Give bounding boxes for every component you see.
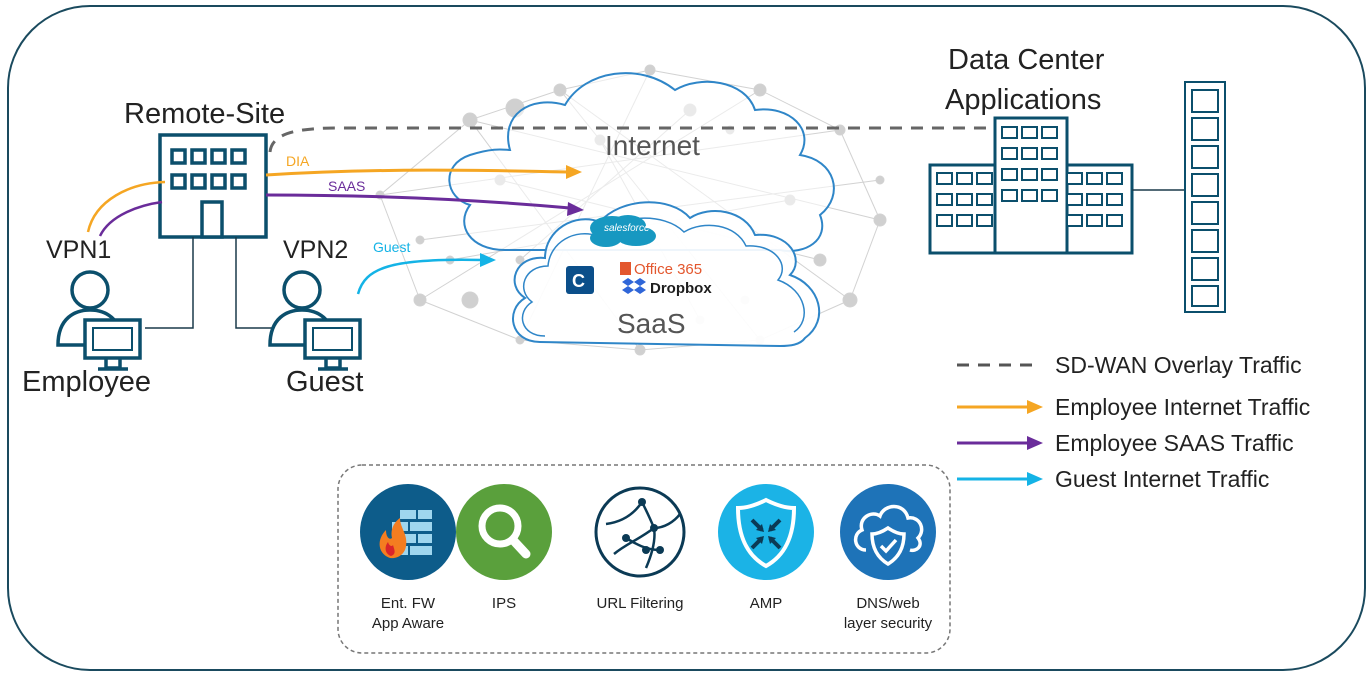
sdwan-overlay-line	[268, 126, 1000, 153]
vpn1-curve-orange	[86, 180, 166, 233]
guest-label: Guest	[286, 366, 364, 398]
security-service: URL Filtering	[580, 484, 700, 654]
legend-item: Employee SAAS Traffic	[955, 426, 1365, 460]
svg-text:C: C	[572, 271, 585, 291]
office365-logo-mark	[620, 262, 631, 275]
security-service-label: IPS	[491, 595, 517, 612]
security-service-label: URL Filtering	[596, 595, 684, 612]
dia-flow-label: DIA	[286, 153, 310, 169]
remote-site-title: Remote-Site	[124, 98, 286, 130]
employee-label: Employee	[22, 366, 151, 398]
outer-frame	[7, 5, 1366, 671]
legend-item: Employee Internet Traffic	[955, 390, 1365, 424]
saas-arrow	[265, 193, 571, 210]
employee-link	[145, 237, 194, 329]
network-globe-icon	[592, 484, 688, 580]
saas-cloud-inner	[521, 217, 805, 337]
dia-arrow	[265, 168, 569, 177]
legend-swatch	[957, 436, 1043, 450]
guest-link	[235, 237, 280, 329]
security-service: AMP	[706, 484, 826, 654]
guest-flow-label: Guest	[373, 239, 411, 255]
saas-cloud	[512, 201, 821, 348]
dropbox-logo-text: Dropbox	[650, 280, 712, 297]
office365-logo-text: Office 365	[634, 261, 703, 278]
shield-arrows-icon	[718, 484, 814, 580]
dropbox-logo-mark	[622, 278, 646, 294]
data-center-title-line1: Data Center	[948, 44, 1105, 76]
employee-user-icon	[56, 270, 142, 371]
guest-user-icon	[268, 270, 362, 371]
remote-site-building	[158, 133, 268, 239]
guest-arrow	[356, 258, 483, 295]
salesforce-logo	[590, 215, 656, 247]
cloud-shield-icon	[840, 484, 936, 580]
legend-swatch	[957, 472, 1043, 486]
security-service-label: AMP	[749, 595, 783, 612]
vpn1-label: VPN1	[46, 236, 112, 264]
legend-item: SD-WAN Overlay Traffic	[955, 348, 1365, 382]
legend-swatch	[957, 363, 1035, 367]
server-rack-icon	[1184, 81, 1226, 313]
legend-swatch	[957, 400, 1043, 414]
saas-cloud-label: SaaS	[617, 308, 686, 339]
legend-label: Guest Internet Traffic	[1055, 466, 1270, 492]
internet-cloud-label: Internet	[605, 130, 700, 161]
legend-item: Guest Internet Traffic	[955, 462, 1365, 496]
security-panel-frame	[337, 464, 951, 654]
data-center-building	[928, 116, 1134, 255]
magnifier-icon	[456, 484, 552, 580]
security-service: IPS	[444, 484, 564, 654]
legend-label: Employee Internet Traffic	[1055, 394, 1311, 420]
salesforce-logo-text: salesforce	[604, 223, 650, 234]
legend-label: Employee SAAS Traffic	[1055, 430, 1294, 456]
legend-label: SD-WAN Overlay Traffic	[1055, 352, 1302, 378]
vpn2-label: VPN2	[283, 236, 349, 264]
cisco-webex-logo: C	[566, 266, 594, 294]
data-center-title-line2: Applications	[945, 84, 1102, 116]
firewall-icon	[360, 484, 456, 580]
saas-flow-label: SAAS	[328, 178, 366, 194]
vpn1-curve-purple	[98, 200, 163, 237]
